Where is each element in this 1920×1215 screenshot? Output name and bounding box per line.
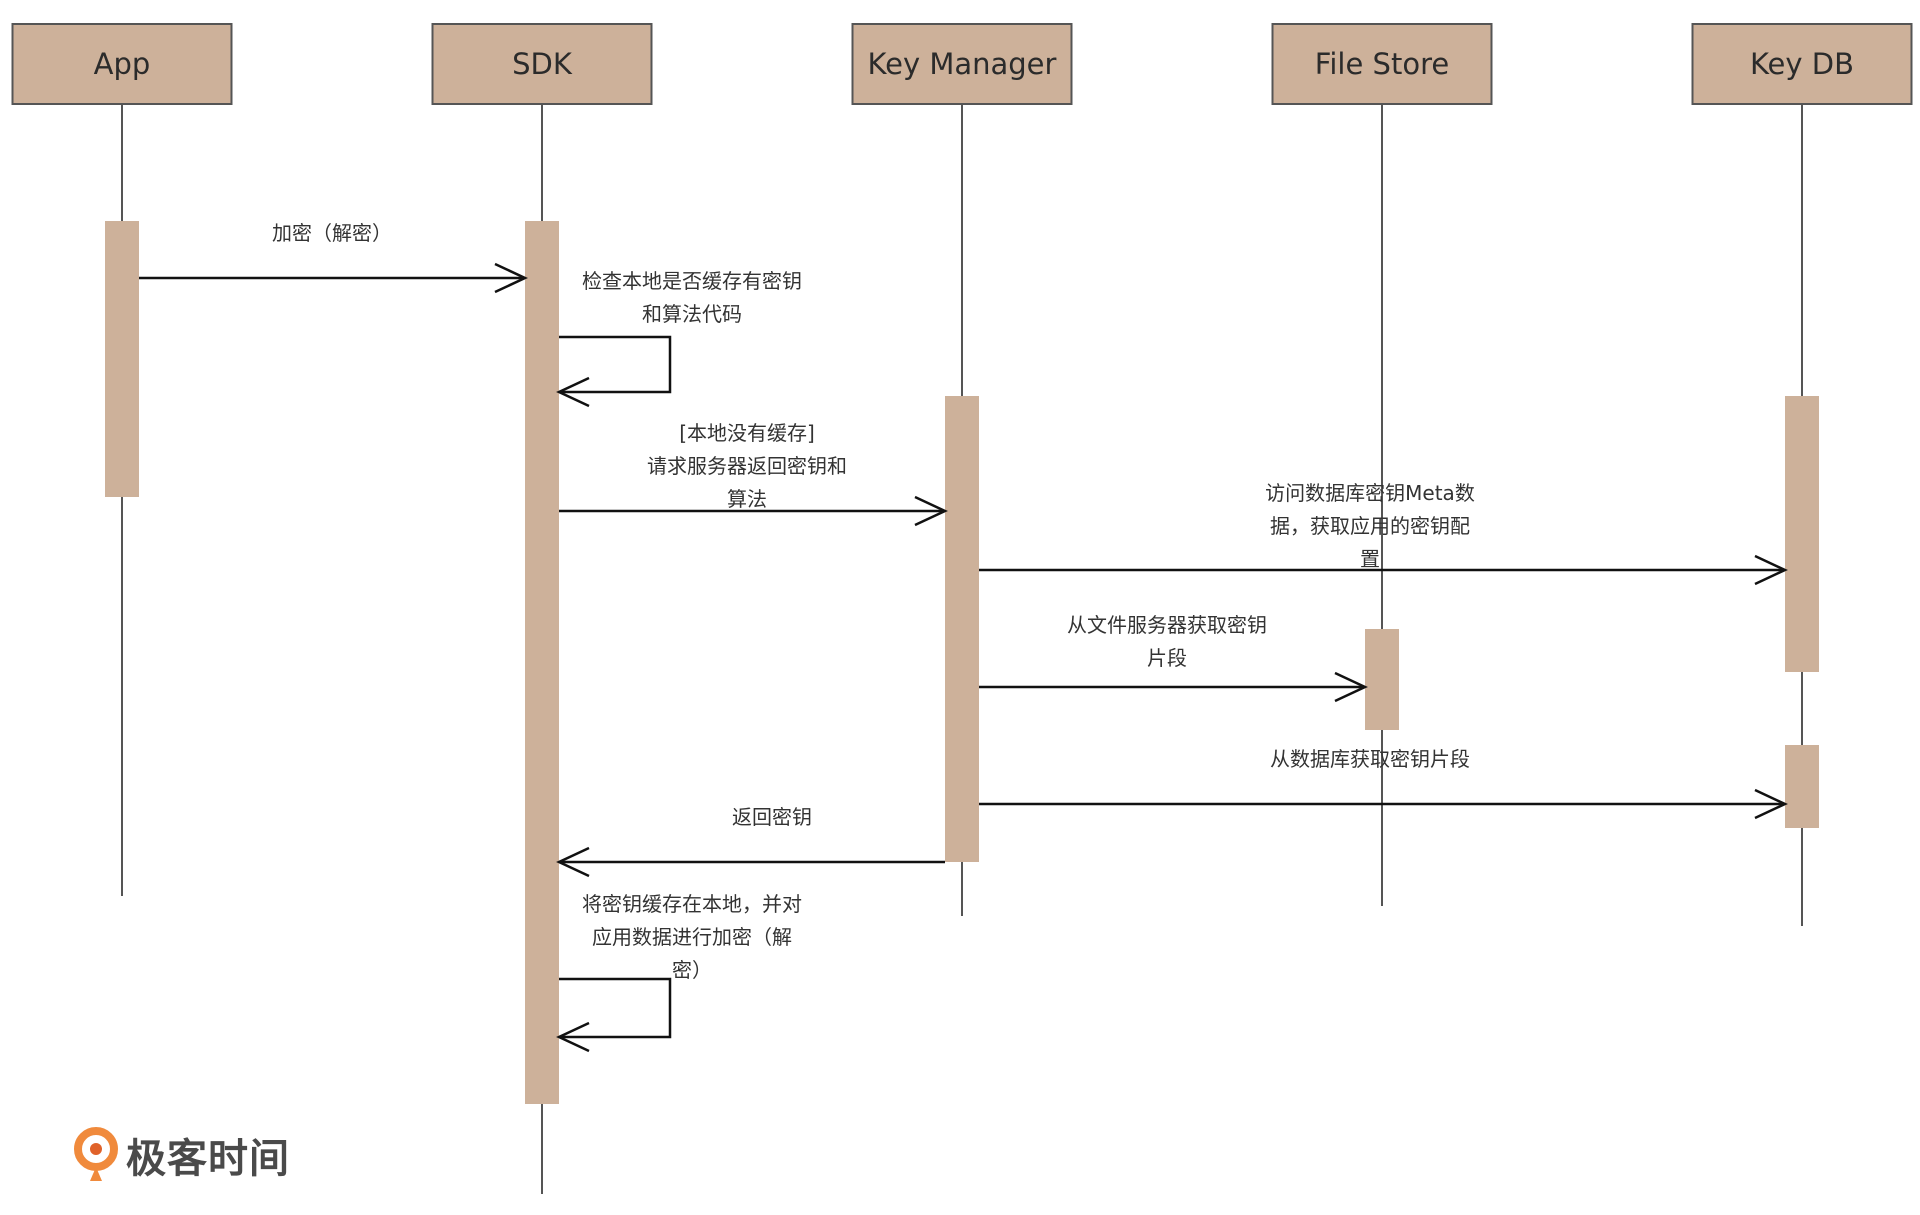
activation-bar-key-db-5 bbox=[1785, 745, 1819, 828]
message-label-access-meta: 访问数据库密钥Meta数据，获取应用的密钥配置 bbox=[1265, 481, 1475, 571]
activation-bar-key-manager-2 bbox=[945, 396, 979, 862]
message-label-line: 应用数据进行加密（解 bbox=[592, 925, 792, 949]
actor-label-app: App bbox=[94, 47, 151, 81]
message-arrow-check-cache bbox=[559, 335, 672, 394]
message-label-line: 算法 bbox=[727, 487, 767, 511]
actor-sdk: SDK bbox=[431, 23, 653, 105]
arrowhead-request-server bbox=[914, 495, 948, 527]
message-label-line: 检查本地是否缓存有密钥 bbox=[582, 269, 802, 293]
watermark-text: 极客时间 bbox=[126, 1136, 290, 1182]
message-label-line: 片段 bbox=[1147, 646, 1187, 670]
message-label-line: 加密（解密） bbox=[272, 221, 392, 245]
actor-label-key-db: Key DB bbox=[1750, 47, 1854, 81]
actor-file-store: File Store bbox=[1271, 23, 1493, 105]
message-arrow-cache-and-encrypt bbox=[559, 977, 672, 1039]
activation-bar-app-0 bbox=[105, 221, 139, 497]
arrowhead-access-meta bbox=[1754, 554, 1788, 586]
activation-bar-key-db-4 bbox=[1785, 396, 1819, 672]
message-label-line: 密） bbox=[672, 958, 712, 982]
arrowhead-file-fragment bbox=[1334, 671, 1368, 703]
message-label-line: 返回密钥 bbox=[732, 805, 812, 829]
geektime-logo-icon bbox=[74, 1127, 118, 1181]
activation-bars bbox=[105, 221, 1819, 1104]
message-label-cache-and-encrypt: 将密钥缓存在本地，并对应用数据进行加密（解密） bbox=[582, 892, 802, 982]
message-label-line: 将密钥缓存在本地，并对 bbox=[582, 892, 802, 916]
actor-box-key-manager bbox=[851, 23, 1073, 105]
actor-label-file-store: File Store bbox=[1315, 47, 1449, 81]
actor-app: App bbox=[11, 23, 233, 105]
actor-boxes: App SDK Key Manager File Store Key DB bbox=[11, 23, 1913, 105]
message-label-line: 和算法代码 bbox=[642, 302, 742, 326]
message-label-line: 据，获取应用的密钥配 bbox=[1270, 514, 1470, 538]
message-label-return-key: 返回密钥 bbox=[732, 805, 812, 829]
activation-bar-sdk-1 bbox=[525, 221, 559, 1104]
message-label-line: 请求服务器返回密钥和 bbox=[647, 454, 847, 478]
actor-box-key-db bbox=[1691, 23, 1913, 105]
watermark: 极客时间 bbox=[72, 1126, 290, 1184]
actor-box-file-store bbox=[1271, 23, 1493, 105]
arrowhead-return-key bbox=[556, 846, 590, 878]
actor-label-sdk: SDK bbox=[512, 47, 573, 81]
message-label-file-fragment: 从文件服务器获取密钥片段 bbox=[1067, 613, 1267, 670]
message-label-line: 从文件服务器获取密钥 bbox=[1067, 613, 1267, 637]
message-labels: 加密（解密） 检查本地是否缓存有密钥和算法代码 [本地没有缓存] 请求服务器返回密钥和… bbox=[272, 221, 1475, 982]
arrowhead-db-fragment bbox=[1754, 788, 1788, 820]
arrowhead-check-cache bbox=[556, 376, 590, 408]
activation-bar-file-store-3 bbox=[1365, 629, 1399, 730]
message-label-db-fragment: 从数据库获取密钥片段 bbox=[1270, 747, 1470, 771]
message-label-line: 置 bbox=[1360, 547, 1380, 571]
message-label-line: 访问数据库密钥Meta数 bbox=[1265, 481, 1475, 505]
message-label-line: [本地没有缓存] bbox=[679, 421, 815, 445]
arrowhead-encrypt bbox=[494, 262, 528, 294]
message-arrows bbox=[139, 262, 1788, 1053]
message-label-line: 从数据库获取密钥片段 bbox=[1270, 747, 1470, 771]
actor-box-sdk bbox=[431, 23, 653, 105]
message-label-request-server: [本地没有缓存] 请求服务器返回密钥和算法 bbox=[647, 421, 847, 511]
arrowhead-cache-and-encrypt bbox=[556, 1021, 590, 1053]
actor-label-key-manager: Key Manager bbox=[868, 47, 1057, 81]
actor-key-db: Key DB bbox=[1691, 23, 1913, 105]
actor-box-app bbox=[11, 23, 233, 105]
message-label-encrypt: 加密（解密） bbox=[272, 221, 392, 245]
message-label-check-cache: 检查本地是否缓存有密钥和算法代码 bbox=[582, 269, 802, 326]
actor-key-manager: Key Manager bbox=[851, 23, 1073, 105]
